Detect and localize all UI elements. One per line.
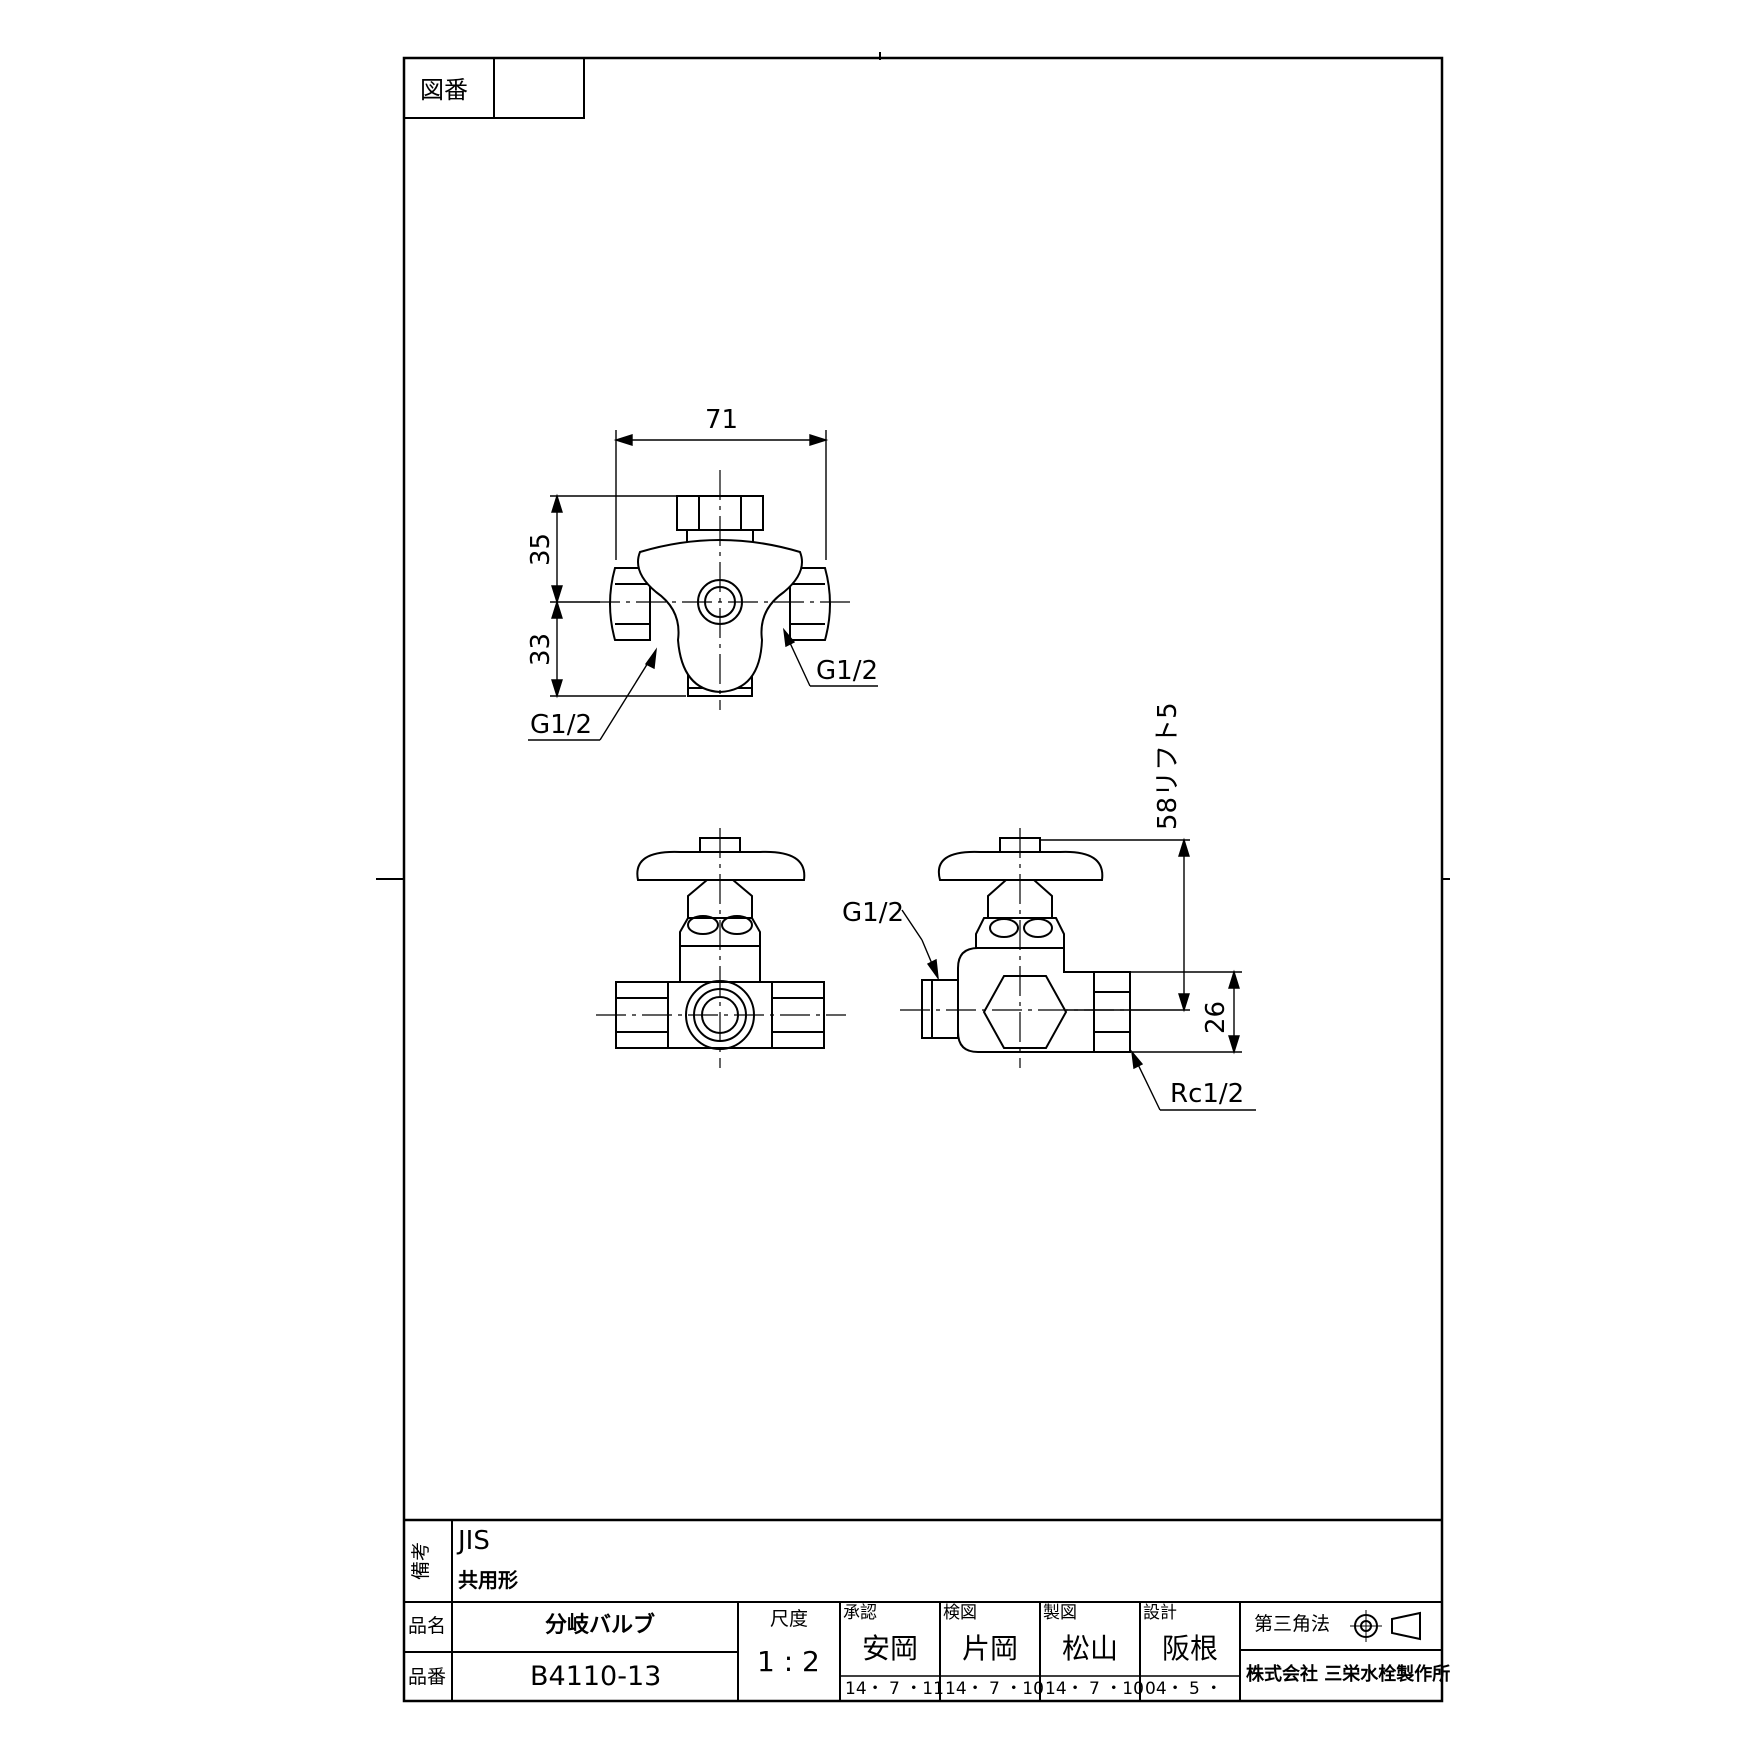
remarks-label: 備考 [410, 1541, 432, 1580]
approved-name: 安岡 [862, 1632, 919, 1665]
dim-stroke: 58リフト5 [1153, 702, 1183, 830]
number-label: 品番 [408, 1666, 447, 1688]
name-label: 品名 [408, 1615, 447, 1637]
name-value: 分岐バルブ [545, 1613, 656, 1638]
dim-thread-top-right: G1/2 [816, 656, 878, 686]
approved-label: 承認 [843, 1603, 877, 1623]
scale-value: 1 : 2 [757, 1645, 820, 1678]
approved-date: 14・ 7 ・11 [845, 1679, 944, 1699]
remarks-line1: JIS [458, 1526, 490, 1556]
checked-name: 片岡 [962, 1632, 1019, 1665]
number-value: B4110-13 [530, 1661, 662, 1692]
drawn-date: 14・ 7 ・10 [1045, 1679, 1144, 1699]
drawn-label: 製図 [1043, 1603, 1077, 1623]
projection-symbol [1350, 1610, 1421, 1642]
projection-label: 第三角法 [1254, 1613, 1331, 1635]
company-name: 株式会社 三栄水栓製作所 [1246, 1664, 1451, 1685]
checked-date: 14・ 7 ・10 [945, 1679, 1044, 1699]
dim-width-71: 71 [705, 405, 739, 435]
side-view [921, 837, 1131, 1053]
drawing-border [402, 56, 1444, 1703]
dimension-lines [528, 430, 1256, 1111]
design-name: 阪根 [1162, 1632, 1219, 1665]
scale-label: 尺度 [770, 1608, 809, 1630]
dim-height-33: 33 [526, 632, 556, 666]
remarks-line2: 共用形 [458, 1568, 518, 1592]
drawing-number-label: 図番 [420, 76, 468, 104]
dim-height-26: 26 [1201, 1000, 1231, 1034]
design-date: 04・ 5 ・ [1145, 1679, 1223, 1699]
design-label: 設計 [1143, 1603, 1177, 1623]
checked-label: 検図 [943, 1603, 977, 1623]
dim-thread-side: G1/2 [842, 898, 904, 928]
dim-thread-outlet: Rc1/2 [1170, 1079, 1245, 1109]
title-block-grid [404, 1518, 1442, 1701]
dim-thread-top-left: G1/2 [530, 710, 592, 740]
drawn-name: 松山 [1062, 1632, 1119, 1665]
dim-height-35: 35 [526, 532, 556, 566]
